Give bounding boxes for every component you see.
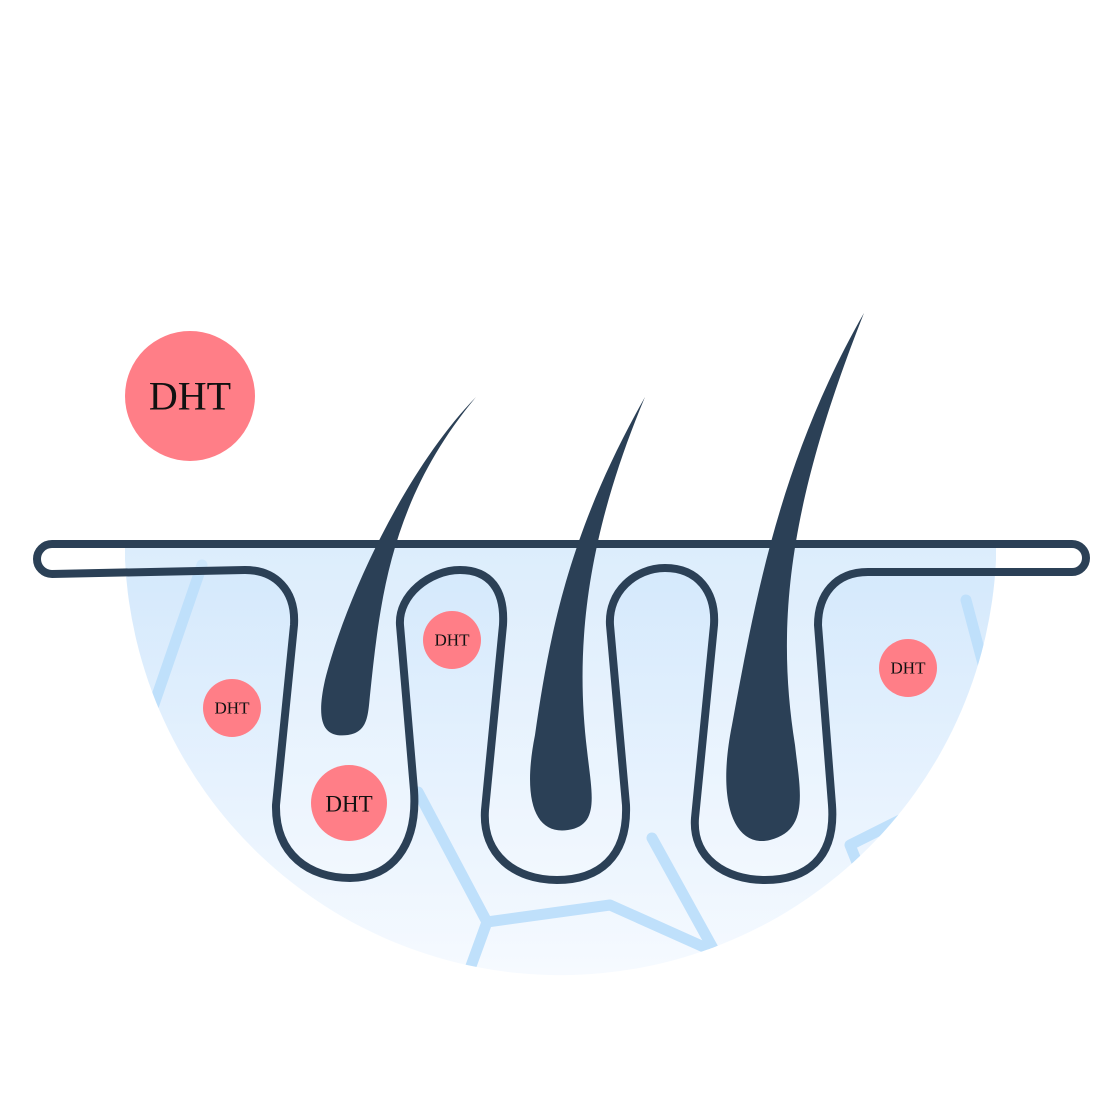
hairs [321,313,864,842]
vessel-center-right [646,832,721,958]
dht-bubble-left: DHT [203,679,261,737]
dht-bubble-center: DHT [423,611,481,669]
hair-strand-right [726,313,864,842]
dht-bubble-large: DHT [125,331,255,461]
dht-bubble-right: DHT [879,639,937,697]
dht-label: DHT [891,659,927,678]
dht-label: DHT [435,631,471,650]
dht-label: DHT [149,374,231,419]
dht-label: DHT [325,792,372,817]
hair-strand-left [321,397,476,736]
hair-strand-middle [530,397,645,831]
dht-label: DHT [215,699,251,718]
dht-bubble-in-follicle-left: DHT [311,765,387,841]
dht-molecules: DHT DHT DHT DHT DHT [125,331,937,841]
